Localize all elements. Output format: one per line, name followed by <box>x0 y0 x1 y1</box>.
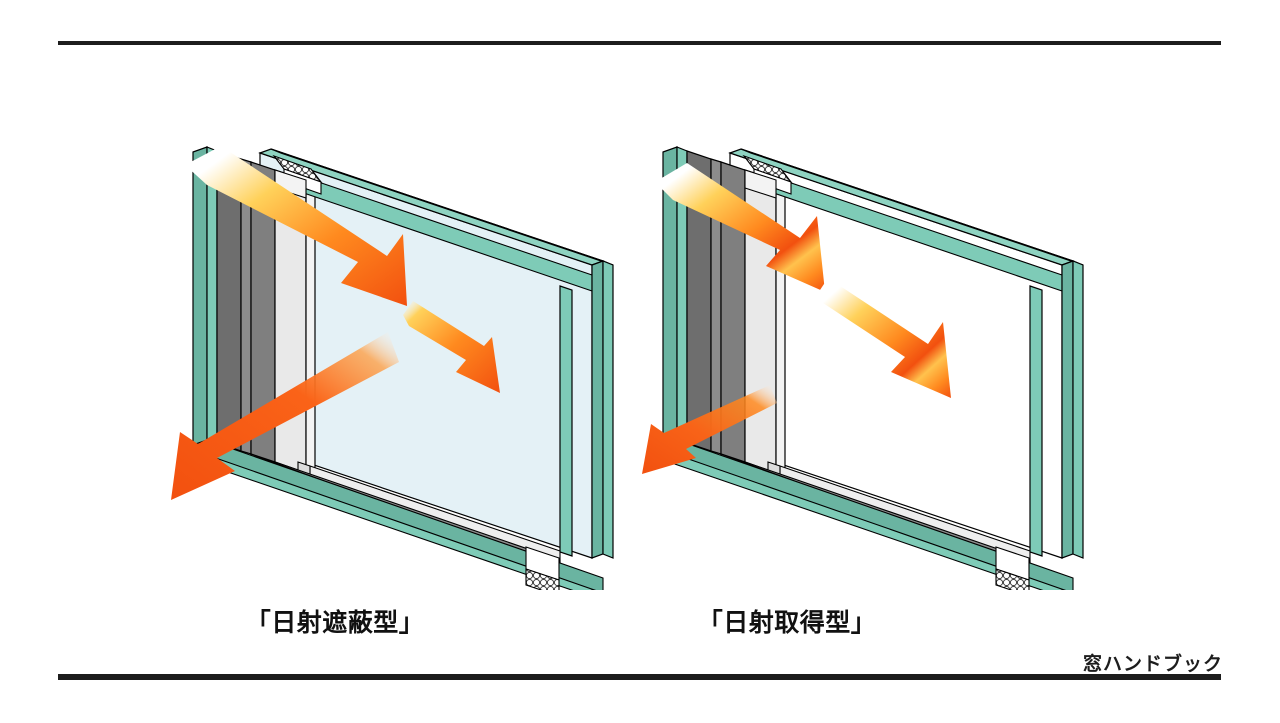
spacer-desiccant-top <box>742 154 793 199</box>
reflected-solar-ray-arrow <box>171 332 399 500</box>
top-divider-rule <box>58 41 1221 45</box>
incident-solar-ray-arrow <box>655 163 825 292</box>
caption-solar-gain-type: 「日射取得型」 <box>697 609 877 637</box>
bottom-rail-faces <box>192 439 604 590</box>
bottom-divider-rule <box>58 674 1221 680</box>
right-edge-faces <box>1029 260 1084 559</box>
bottom-rail-faces <box>662 439 1074 590</box>
footer-source-label: 窓ハンドブック <box>1082 654 1223 675</box>
transmitted-solar-ray-arrow <box>818 278 951 398</box>
top-rail-faces <box>728 148 1084 292</box>
reflected-solar-ray-arrow <box>642 385 777 474</box>
right-edge-faces <box>559 260 614 559</box>
figure-solar-gain-type <box>625 110 1095 590</box>
spacer-desiccant-bottom <box>525 546 560 590</box>
spacer-desiccant-bottom <box>995 546 1030 590</box>
incident-solar-ray-arrow <box>185 146 407 306</box>
transmitted-solar-ray-arrow <box>403 301 500 393</box>
caption-solar-shading-type: 「日射遮蔽型」 <box>245 609 425 637</box>
figure-solar-shading-type <box>155 110 625 590</box>
spacer-desiccant-top <box>272 154 323 199</box>
